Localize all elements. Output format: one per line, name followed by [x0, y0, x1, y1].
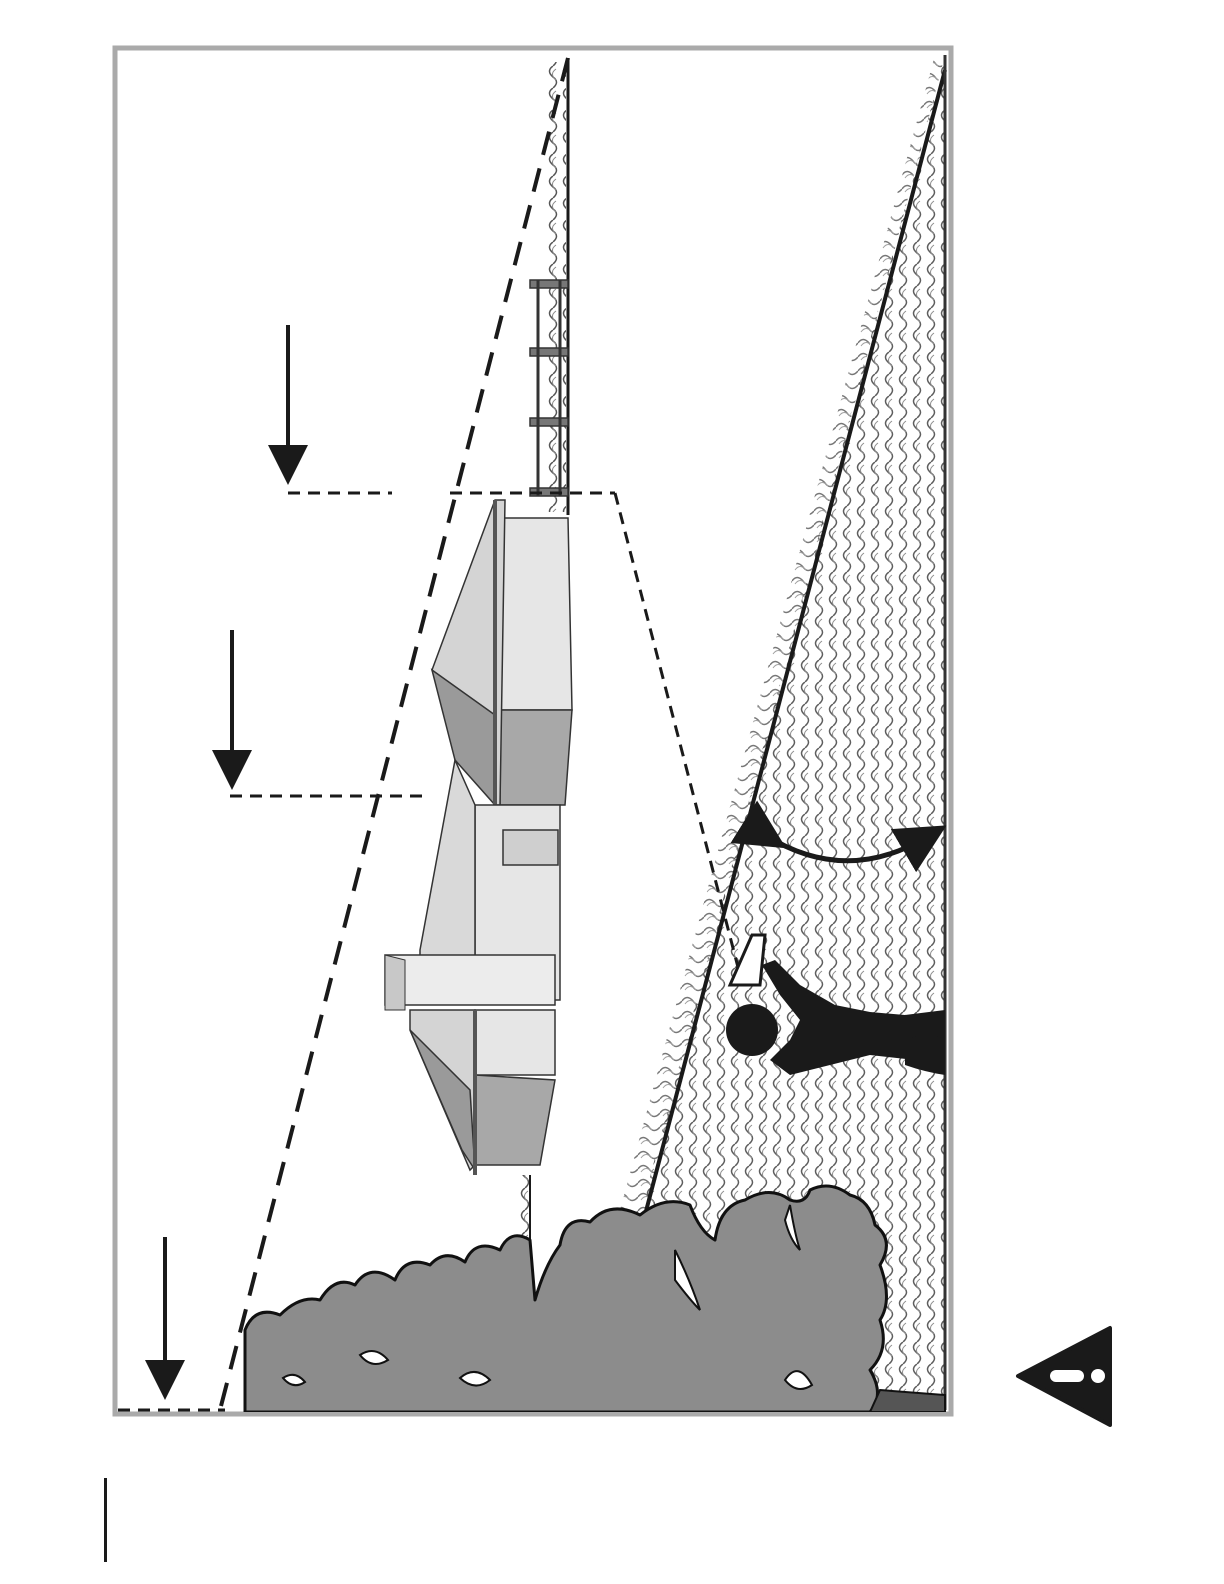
- warning-triangle-icon: [1018, 1328, 1110, 1425]
- margin-rule: [104, 1478, 107, 1562]
